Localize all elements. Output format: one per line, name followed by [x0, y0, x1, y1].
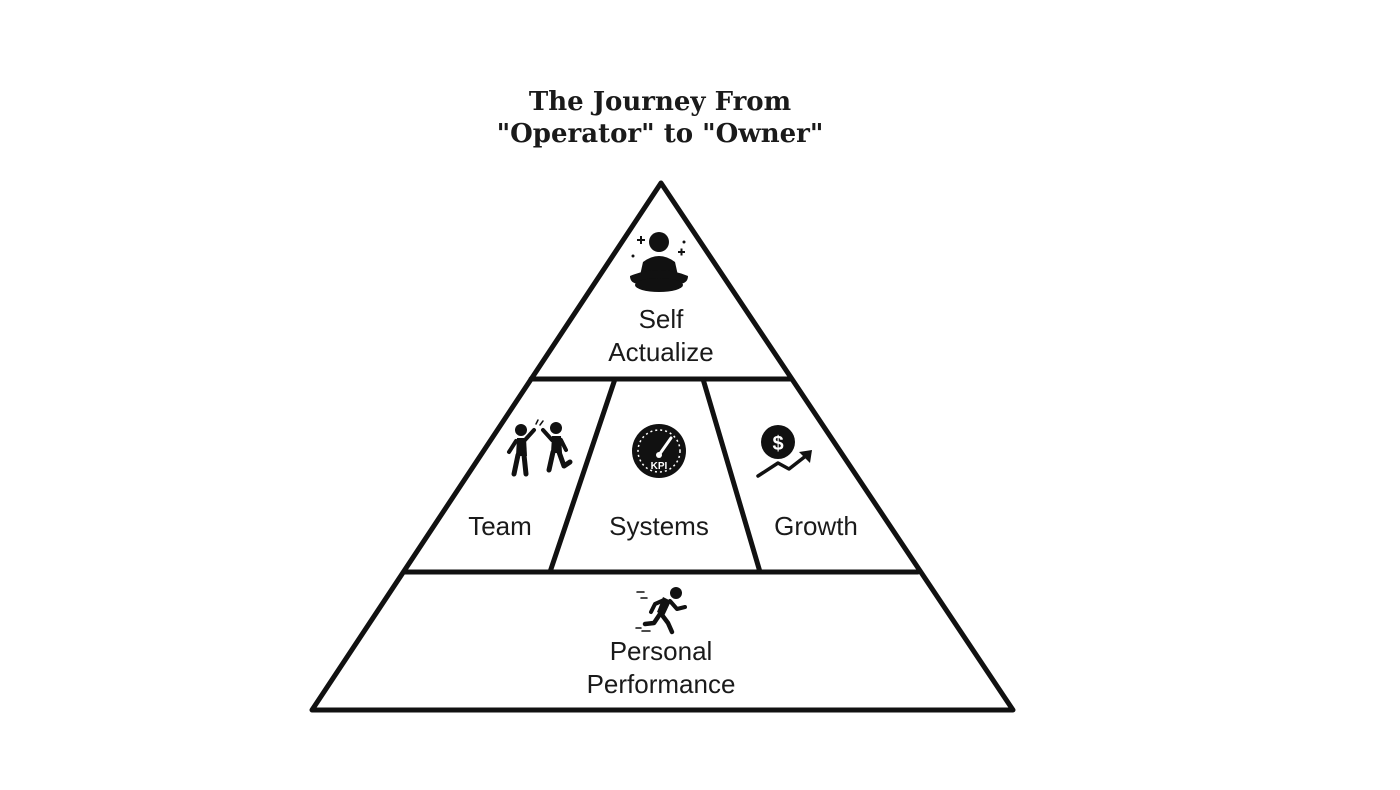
self-actualize-line-2: Actualize [608, 337, 714, 367]
self-actualize-line-1: Self [638, 304, 684, 334]
tier-label-growth: Growth [756, 510, 876, 543]
column-divider-left [547, 376, 618, 575]
tier-label-personal-performance: Personal Performance [541, 635, 781, 701]
dollar-growth-icon: $ [756, 425, 812, 478]
systems-label-text: Systems [609, 511, 709, 541]
tier-label-systems: Systems [589, 510, 729, 543]
pyramid-outline [309, 180, 1016, 713]
personal-performance-line-1: Personal [609, 636, 713, 666]
title-line-1: The Journey From [528, 87, 792, 117]
high-five-icon [507, 419, 573, 477]
tier-label-team: Team [440, 510, 560, 543]
title-line-2: "Operator" to "Owner" [496, 119, 824, 149]
dollar-icon-text: $ [772, 433, 783, 455]
diagram-title: The Journey From "Operator" to "Owner" [430, 86, 890, 150]
kpi-icon-text: KPI [651, 461, 668, 472]
column-divider-right [700, 376, 763, 575]
tier-label-self-actualize: Self Actualize [561, 303, 761, 369]
kpi-gauge-icon: KPI [632, 424, 686, 478]
running-person-icon [635, 587, 687, 635]
team-label-text: Team [468, 511, 532, 541]
growth-label-text: Growth [774, 511, 858, 541]
meditation-icon [630, 232, 688, 292]
personal-performance-line-2: Performance [586, 669, 736, 699]
